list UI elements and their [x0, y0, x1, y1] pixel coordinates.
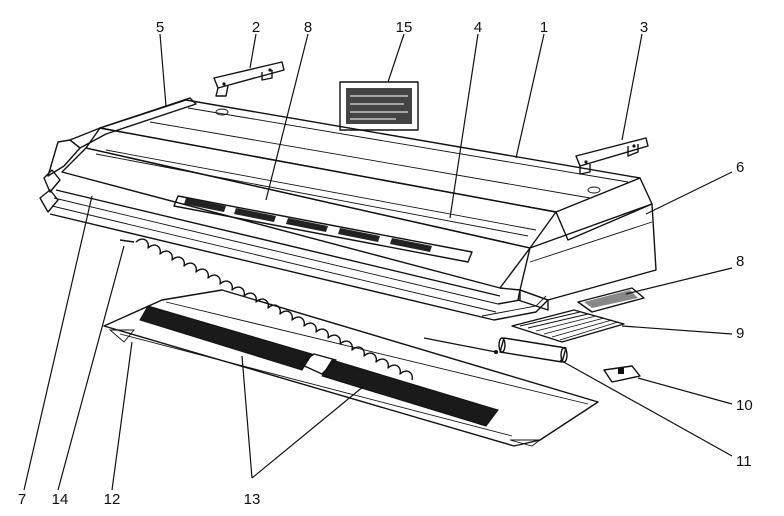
callout-1: 1 — [540, 19, 548, 36]
filter-panel-right — [577, 287, 645, 313]
small-clip — [603, 365, 641, 383]
callout-14: 14 — [52, 491, 69, 508]
callout-10: 10 — [736, 397, 753, 414]
right-end-cap — [517, 203, 657, 311]
callout-4: 4 — [474, 19, 482, 36]
base-tray — [103, 289, 599, 447]
callout-11: 11 — [736, 453, 752, 470]
callout-2: 2 — [252, 19, 260, 36]
callout-8-upper: 8 — [304, 19, 312, 36]
callout-8-right: 8 — [736, 253, 744, 270]
callout-5: 5 — [156, 19, 164, 36]
filter-strip-upper — [173, 195, 473, 263]
coil-block — [49, 147, 549, 321]
callout-9: 9 — [736, 325, 744, 342]
callout-6: 6 — [736, 159, 744, 176]
callout-3: 3 — [640, 19, 648, 36]
right-mounting-bracket — [575, 137, 649, 175]
motor-cylinder — [498, 337, 568, 363]
left-mounting-bracket — [213, 61, 285, 97]
nameplate-label — [339, 81, 419, 131]
callout-15: 15 — [396, 19, 413, 36]
grille-plate — [511, 309, 625, 343]
callout-12: 12 — [104, 491, 121, 508]
callout-7: 7 — [18, 491, 26, 508]
callout-labels: 1 2 3 4 5 6 7 8 8 9 10 11 12 13 14 15 — [18, 19, 753, 508]
drain-channels — [139, 305, 499, 427]
callout-13: 13 — [244, 491, 261, 508]
leader-lines — [23, 33, 733, 491]
